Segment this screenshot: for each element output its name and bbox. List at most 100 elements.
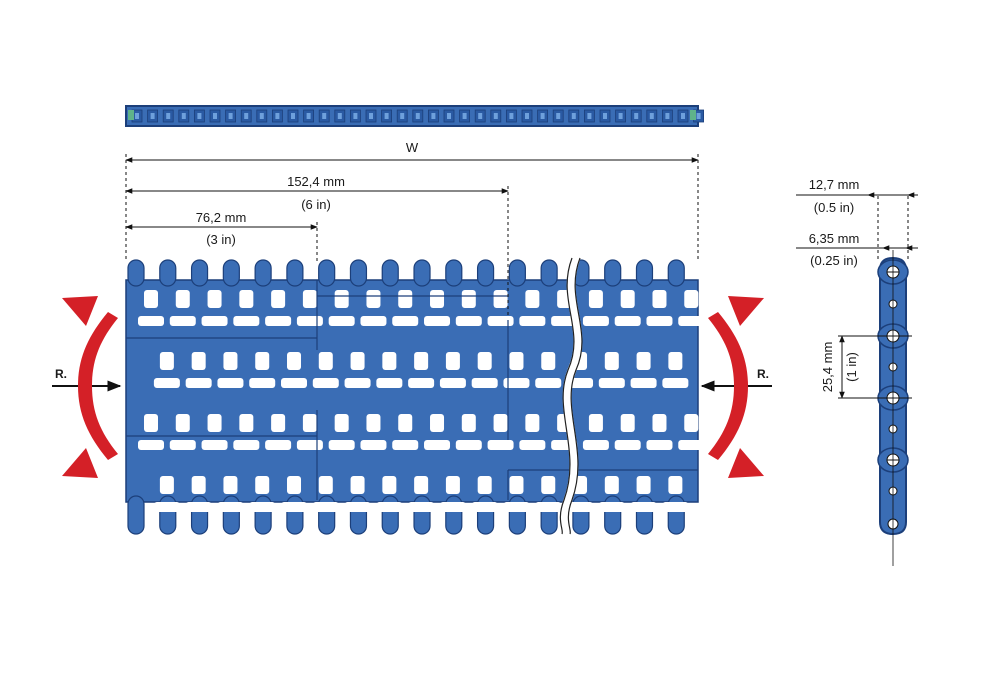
left-force-label: R.: [55, 367, 67, 381]
belt-slot: [525, 290, 540, 308]
belt-slot: [487, 316, 514, 326]
edge-highlight: [649, 113, 654, 119]
edge-highlight: [135, 113, 139, 119]
belt-slot: [312, 502, 339, 512]
belt-slot: [265, 316, 292, 326]
belt-slot: [424, 316, 451, 326]
bottom-tooth: [159, 495, 177, 535]
top-tooth: [159, 259, 177, 287]
bottom-tooth: [222, 495, 240, 535]
top-tooth: [413, 259, 431, 287]
belt-slot: [684, 290, 699, 308]
bottom-tooth: [254, 495, 272, 535]
belt-slot: [493, 414, 508, 432]
belt-slot: [509, 476, 524, 494]
belt-slot: [376, 378, 403, 388]
belt-slot: [636, 352, 651, 370]
belt-slot: [684, 414, 699, 432]
belt-slot: [360, 316, 387, 326]
belt-slot: [588, 290, 603, 308]
belt-slot: [662, 378, 689, 388]
belt-slot: [430, 290, 445, 308]
belt-slot: [471, 378, 498, 388]
belt-slot: [582, 316, 609, 326]
edge-highlight: [571, 113, 576, 119]
belt-slot: [445, 352, 460, 370]
belt-slot: [239, 414, 254, 432]
belt-slot: [439, 378, 466, 388]
edge-highlight: [462, 113, 467, 119]
belt-slot: [588, 414, 603, 432]
belt-slot: [271, 414, 286, 432]
belt-slot: [551, 316, 578, 326]
edge-highlight: [493, 113, 498, 119]
belt-slot: [493, 290, 508, 308]
top-tooth: [445, 259, 463, 287]
dimension-w: [125, 154, 699, 262]
dim-254-mm-label: 25,4 mm: [820, 342, 835, 393]
belt-slot: [159, 352, 174, 370]
belt-slot: [376, 502, 403, 512]
dim-127-in-label: (0.5 in): [814, 200, 854, 215]
top-tooth: [604, 259, 622, 287]
belt-slot: [668, 352, 683, 370]
edge-highlight: [259, 113, 264, 119]
belt-slot: [630, 502, 657, 512]
top-tooth: [381, 259, 399, 287]
belt-slot: [620, 290, 635, 308]
edge-highlight: [696, 113, 701, 119]
top-tooth: [540, 259, 558, 287]
bottom-tooth: [349, 495, 368, 535]
belt-slot: [509, 352, 524, 370]
belt-slot: [455, 440, 482, 450]
belt-slot: [334, 290, 349, 308]
belt-slot: [255, 476, 270, 494]
top-tooth: [318, 259, 336, 287]
bottom-tooth: [413, 495, 431, 535]
belt-slot: [144, 414, 158, 432]
belt-slot: [646, 316, 673, 326]
belt-slot: [503, 502, 530, 512]
belt-slot: [217, 378, 244, 388]
belt-slot: [233, 316, 260, 326]
edge-highlight: [244, 113, 249, 119]
belt-slot: [567, 502, 594, 512]
belt-slot: [392, 440, 419, 450]
belt-slot: [366, 414, 381, 432]
belt-slot: [185, 378, 212, 388]
edge-highlight: [384, 113, 389, 119]
edge-highlight: [634, 113, 639, 119]
belt-slot: [439, 502, 466, 512]
belt-slot: [191, 476, 206, 494]
belt-slot: [598, 502, 625, 512]
belt-slot: [328, 440, 355, 450]
belt-slot: [249, 378, 276, 388]
dim-635-mm-label: 6,35 mm: [809, 231, 860, 246]
belt-slot: [239, 290, 254, 308]
edge-highlight: [478, 113, 483, 119]
edge-end: [128, 110, 134, 120]
belt-slot: [477, 476, 492, 494]
belt-slot: [636, 476, 651, 494]
edge-highlight: [197, 113, 202, 119]
belt-slot: [668, 476, 683, 494]
dim-635-in-label: (0.25 in): [810, 253, 858, 268]
belt-slot: [614, 440, 641, 450]
belt-slot: [233, 440, 260, 450]
belt-slot: [487, 440, 514, 450]
edge-highlight: [213, 113, 217, 119]
belt-slot: [312, 378, 339, 388]
belt-slot: [318, 476, 333, 494]
dimension-152: [125, 186, 509, 318]
edge-highlight: [306, 113, 311, 119]
top-tooth: [635, 259, 654, 287]
belt-slot: [223, 476, 238, 494]
edge-highlight: [322, 113, 327, 119]
belt-slot: [302, 290, 317, 308]
belt-slot: [271, 290, 286, 308]
belt-slot: [175, 414, 190, 432]
belt-slot: [159, 476, 174, 494]
edge-highlight: [369, 113, 373, 119]
belt-slot: [477, 352, 492, 370]
